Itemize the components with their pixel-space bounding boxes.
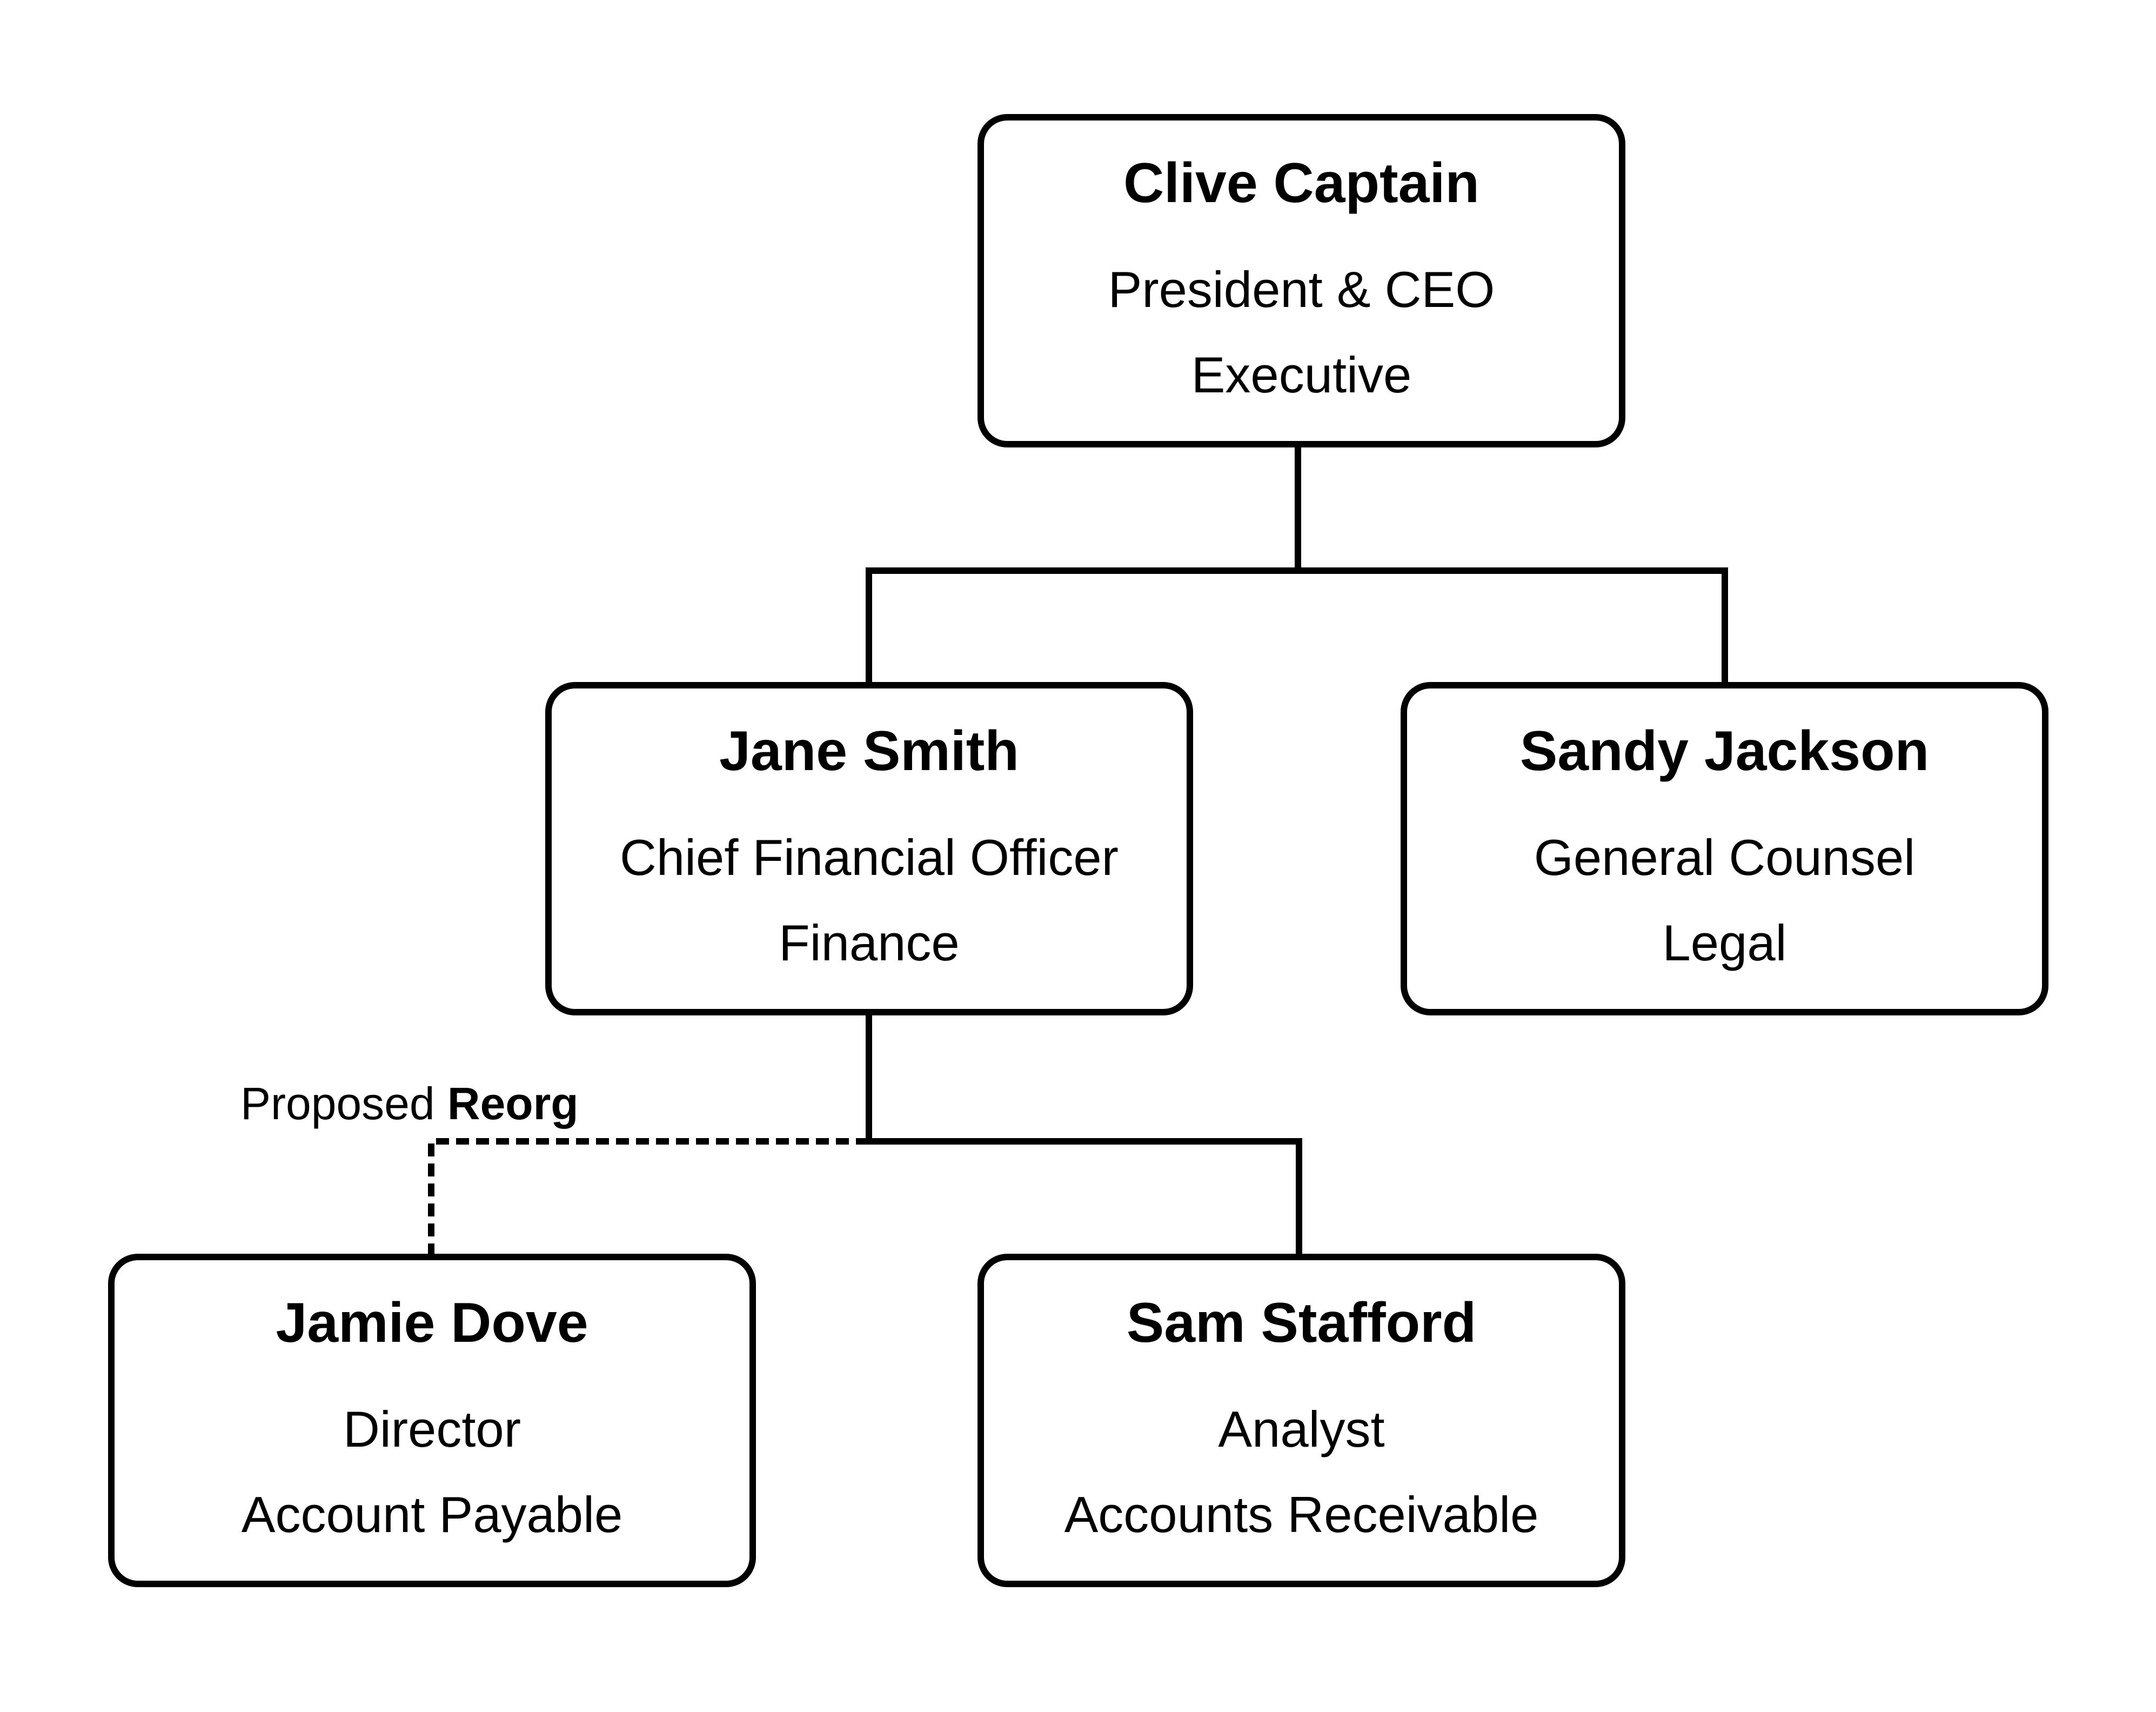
node-department: Accounts Receivable (1064, 1486, 1539, 1543)
org-node-jamie-dove[interactable]: Jamie Dove Director Account Payable (108, 1254, 756, 1587)
connector-cfo-to-analyst (866, 1015, 1302, 1254)
org-node-jane-smith[interactable]: Jane Smith Chief Financial Officer Finan… (545, 682, 1193, 1015)
node-title: General Counsel (1534, 828, 1916, 886)
node-department: Account Payable (241, 1486, 623, 1543)
connector-proposed-reorg-dashed (428, 1138, 869, 1254)
node-title: President & CEO (1108, 260, 1495, 318)
node-title: Analyst (1218, 1400, 1385, 1457)
node-name: Sam Stafford (1126, 1291, 1477, 1354)
node-title: Chief Financial Officer (620, 828, 1119, 886)
node-department: Finance (779, 914, 960, 971)
connector-ceo-to-children (866, 447, 1728, 682)
org-node-clive-captain[interactable]: Clive Captain President & CEO Executive (977, 114, 1625, 447)
org-node-sam-stafford[interactable]: Sam Stafford Analyst Accounts Receivable (977, 1254, 1625, 1587)
node-department: Executive (1191, 346, 1412, 403)
node-name: Clive Captain (1123, 151, 1479, 215)
node-department: Legal (1662, 914, 1787, 971)
proposed-reorg-label: Proposed Reorg (240, 1081, 579, 1126)
org-node-sandy-jackson[interactable]: Sandy Jackson General Counsel Legal (1401, 682, 2048, 1015)
proposed-reorg-label-emphasis: Reorg (447, 1078, 579, 1129)
node-name: Sandy Jackson (1519, 719, 1930, 783)
proposed-reorg-label-prefix: Proposed (240, 1078, 447, 1129)
node-name: Jane Smith (719, 719, 1019, 783)
node-name: Jamie Dove (276, 1291, 588, 1354)
node-title: Director (343, 1400, 521, 1457)
